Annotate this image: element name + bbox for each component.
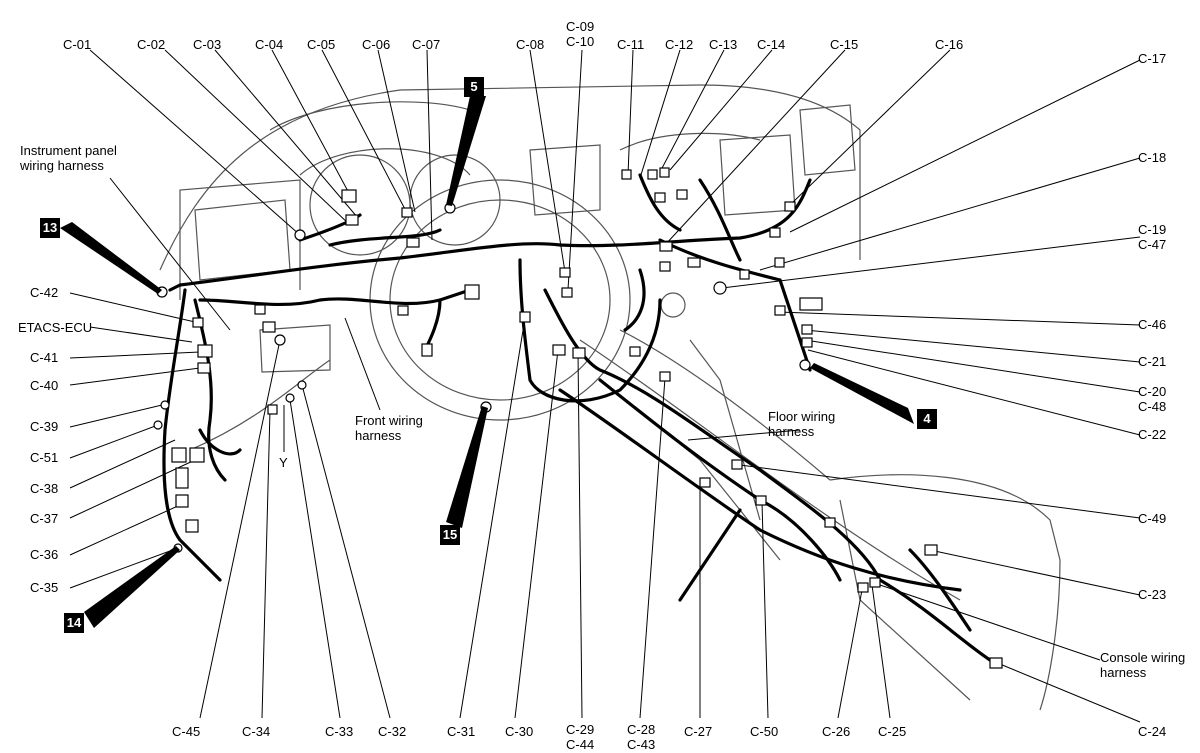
label-c40: C-40	[30, 378, 59, 393]
label-c17: C-17	[1138, 51, 1167, 66]
label-c24: C-24	[1138, 724, 1167, 739]
leader-lines	[69, 49, 1141, 723]
label-floor-harness: Floor wiring harness	[768, 409, 836, 439]
label-c03: C-03	[193, 37, 222, 52]
label-etacs-ecu: ETACS-ECU	[18, 320, 93, 335]
label-c15: C-15	[830, 37, 859, 52]
ref-box-5: 5	[464, 77, 484, 97]
label-c34: C-34	[242, 724, 271, 739]
label-c41: C-41	[30, 350, 59, 365]
label-c14: C-14	[757, 37, 786, 52]
label-c46: C-46	[1138, 317, 1167, 332]
label-c45: C-45	[172, 724, 201, 739]
label-c05: C-05	[307, 37, 336, 52]
label-c50: C-50	[750, 724, 779, 739]
label-instrument-panel-harness: Instrument panel wiring harness	[20, 143, 117, 173]
label-c38: C-38	[30, 481, 59, 496]
label-front-harness: Front wiring harness	[355, 413, 423, 443]
label-c30: C-30	[505, 724, 534, 739]
label-c35: C-35	[30, 580, 59, 595]
label-c06: C-06	[362, 37, 391, 52]
label-c11: C-11	[617, 37, 645, 52]
label-c18: C-18	[1138, 150, 1167, 165]
label-c13: C-13	[709, 37, 738, 52]
label-c42: C-42	[30, 285, 59, 300]
dashboard-outline	[159, 84, 1061, 711]
label-c26: C-26	[822, 724, 851, 739]
label-c33: C-33	[325, 724, 354, 739]
connectors	[153, 167, 1003, 669]
ref-pointers	[60, 96, 914, 628]
label-c39: C-39	[30, 419, 59, 434]
ref-box-15: 15	[440, 525, 460, 545]
label-c01: C-01	[63, 37, 92, 52]
label-c07: C-07	[412, 37, 441, 52]
label-c49: C-49	[1138, 511, 1167, 526]
label-c12: C-12	[665, 37, 694, 52]
ref-box-4: 4	[917, 409, 937, 429]
label-c36: C-36	[30, 547, 59, 562]
label-c02: C-02	[137, 37, 166, 52]
label-c16: C-16	[935, 37, 964, 52]
label-c23: C-23	[1138, 587, 1167, 602]
label-console-harness: Console wiring harness	[1100, 650, 1186, 680]
ref-box-14: 14	[64, 613, 84, 633]
label-c08: C-08	[516, 37, 545, 52]
label-c32: C-32	[378, 724, 407, 739]
label-c51: C-51	[30, 450, 59, 465]
label-c27: C-27	[684, 724, 713, 739]
label-c21: C-21	[1138, 354, 1167, 369]
label-c20-c48: C-20 C-48	[1138, 384, 1167, 414]
ref-box-13: 13	[40, 218, 60, 238]
label-c22: C-22	[1138, 427, 1167, 442]
label-c19-c47: C-19 C-47	[1138, 222, 1167, 252]
label-c31: C-31	[447, 724, 476, 739]
label-c09-c10: C-09 C-10	[566, 19, 595, 49]
label-c25: C-25	[878, 724, 907, 739]
label-y: Y	[279, 455, 288, 470]
label-c37: C-37	[30, 511, 59, 526]
label-c28-c43: C-28 C-43	[627, 722, 656, 752]
label-c29-c44: C-29 C-44	[566, 722, 595, 752]
label-c04: C-04	[255, 37, 284, 52]
